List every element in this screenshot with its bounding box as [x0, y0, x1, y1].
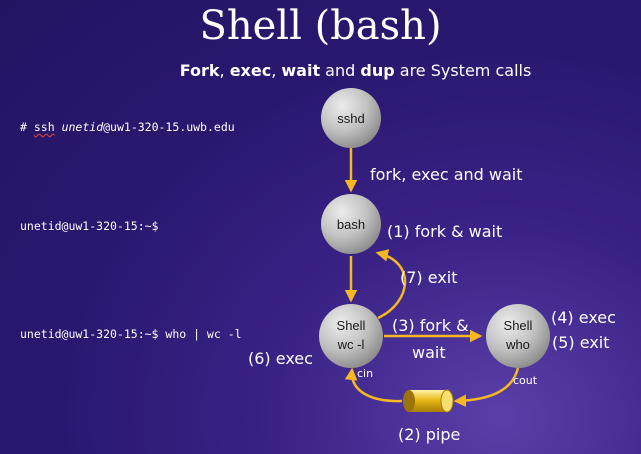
node-shell-wc: Shell wc -l	[319, 304, 383, 368]
terminal-line-ssh: # ssh unetid@uw1-320-15.uwb.edu	[20, 120, 235, 134]
arrow-exit-to-bash	[375, 249, 407, 320]
subtitle-fork: Fork	[179, 61, 220, 80]
label-cin: cin	[357, 367, 373, 380]
slide-title: Shell (bash)	[199, 3, 442, 49]
arrow-cout-to-pipe	[453, 367, 520, 407]
node-bash: bash	[321, 194, 381, 254]
node-shell-wc-line2: wc -l	[337, 337, 365, 352]
terminal-host: @uw1-320-15.uwb.edu	[103, 120, 235, 134]
label-exit-7: (7) exit	[400, 268, 458, 287]
subtitle-dup: dup	[360, 61, 395, 80]
label-exec-6: (6) exec	[248, 349, 313, 368]
node-shell-who: Shell who	[486, 304, 550, 368]
label-cout: cout	[513, 374, 538, 387]
label-fork-wait-3: (3) fork &	[392, 316, 469, 335]
subtitle-wait: wait	[281, 61, 321, 80]
arrow-pipe-to-cin	[344, 367, 403, 403]
subtitle-sep-1: ,	[219, 61, 230, 80]
label-pipe: (2) pipe	[398, 425, 460, 444]
label-fork-wait-1: (1) fork & wait	[387, 222, 502, 241]
label-exec-4: (4) exec	[551, 308, 616, 327]
node-sshd-label: sshd	[337, 111, 364, 126]
subtitle-exec: exec	[229, 61, 272, 80]
node-shell-wc-line1: Shell	[337, 318, 366, 333]
subtitle-sep-3: and	[320, 61, 361, 80]
terminal-user: unetid	[61, 120, 104, 134]
label-exit-5: (5) exit	[552, 333, 610, 352]
terminal-line-pipe-command: unetid@uw1-320-15:~$ who | wc -l	[20, 327, 242, 341]
terminal-line-prompt: unetid@uw1-320-15:~$	[20, 219, 159, 233]
pipe-icon	[403, 389, 454, 413]
node-shell-who-line2: who	[505, 337, 530, 352]
node-shell-who-line1: Shell	[504, 318, 533, 333]
subtitle: Fork, exec, wait and dup are System call…	[0, 61, 641, 80]
label-fork-exec-wait: fork, exec and wait	[370, 165, 523, 184]
node-sshd: sshd	[321, 88, 381, 148]
subtitle-rest: are System calls	[394, 61, 532, 80]
label-fork-wait-3-wait: wait	[412, 343, 446, 362]
node-bash-label: bash	[337, 217, 365, 232]
subtitle-sep-2: ,	[271, 61, 282, 80]
terminal-prompt: #	[20, 120, 34, 134]
terminal-ssh-command: ssh	[33, 120, 55, 134]
